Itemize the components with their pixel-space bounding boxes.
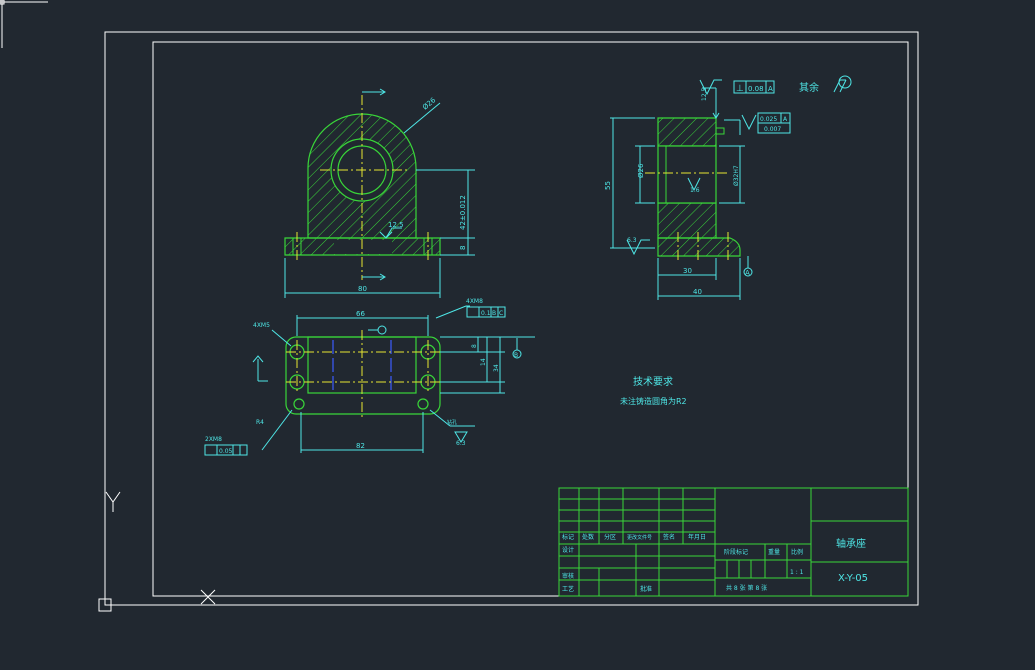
side-width-30: 30 <box>683 267 692 275</box>
front-base-label: 8 <box>459 246 467 250</box>
side-overall-height: 55 <box>604 181 612 190</box>
tb-drawing-no: X-Y-05 <box>838 573 868 584</box>
inner-border <box>152 41 909 597</box>
front-rough-label: 12.5 <box>388 221 404 229</box>
tb-approve: 批准 <box>640 585 652 593</box>
side-tol-datum: A <box>768 85 773 93</box>
side-centerlines <box>645 172 729 262</box>
tb-mark: 标记 <box>562 533 574 541</box>
side-cyl-value: 0.007 <box>764 126 781 133</box>
tb-review: 审核 <box>562 572 574 580</box>
side-bore <box>657 145 717 204</box>
front-dimensions <box>284 102 475 298</box>
side-tol-value: 0.08 <box>748 85 764 93</box>
technical-requirements[interactable]: 技术要求 未注铸造圆角为R2 <box>620 375 687 406</box>
top-label-2xm8: 2XM8 <box>205 436 222 443</box>
front-width-label: 80 <box>358 285 367 293</box>
top-ra-63: 6.3 <box>456 440 466 447</box>
tb-weight: 重量 <box>768 548 780 556</box>
top-view[interactable]: 66 82 4XM8 0.1 B C 4XM5 钻孔 6.3 R4 2XM8 0… <box>204 298 535 456</box>
top-centerlines <box>286 330 440 420</box>
drawing-frame <box>104 31 919 606</box>
top-dim-34: 34 <box>493 364 500 372</box>
top-pos-tol: 0.1 <box>481 310 491 317</box>
top-datum-b: B <box>514 352 518 359</box>
top-hole-4xm8: 4XM8 <box>466 298 483 305</box>
side-bottom-hatch <box>657 202 717 239</box>
title-block-labels: 标记 处数 分区 更改文件号 签名 年月日 设计 审核 工艺 批准 阶段标记 重… <box>562 533 804 593</box>
side-fit-label: Ø32H7 <box>733 165 740 186</box>
tb-date: 年月日 <box>688 533 706 541</box>
side-width-40: 40 <box>693 288 702 296</box>
top-dimensions <box>204 305 535 456</box>
top-pos-datum-b: B <box>492 310 496 317</box>
side-gdt-frame <box>733 80 791 134</box>
side-runout-value: 0.025 <box>760 116 777 123</box>
title-block[interactable]: 标记 处数 分区 更改文件号 签名 年月日 设计 审核 工艺 批准 阶段标记 重… <box>558 487 909 597</box>
tb-scale-value: 1 : 1 <box>790 569 804 576</box>
front-bolt-holes <box>292 238 433 255</box>
side-tol-symbol: ⊥ <box>736 84 744 94</box>
front-section-marks <box>362 88 386 281</box>
title-block-grid <box>558 487 909 597</box>
top-tol-005: 0.05 <box>219 448 233 455</box>
tb-zone: 分区 <box>604 533 616 541</box>
top-dim-14: 14 <box>480 358 487 366</box>
front-dia-label: Ø26 <box>421 96 438 112</box>
side-top-hatch <box>657 117 717 147</box>
front-centerlines <box>296 95 429 280</box>
side-ra-left: 6.3 <box>627 237 637 244</box>
top-depth-label: 钻孔 <box>447 419 457 426</box>
front-base-slot <box>334 240 392 254</box>
ucs-icon <box>98 491 216 612</box>
tb-sheets: 共 8 张 第 8 张 <box>726 584 767 592</box>
tb-doc: 更改文件号 <box>627 534 652 541</box>
tb-stage: 阶段标记 <box>724 548 748 556</box>
top-hidden-lines <box>332 340 392 392</box>
side-ra-inner: 1.6 <box>690 187 700 194</box>
front-height-label: 42±0.012 <box>459 195 467 230</box>
side-bore-dia: Ø26 <box>637 163 645 178</box>
tech-req-item-1: 未注铸造圆角为R2 <box>620 396 687 406</box>
top-dim-66: 66 <box>356 310 365 318</box>
side-dimensions <box>610 75 852 300</box>
side-rest-label: 其余 <box>799 81 819 94</box>
tb-count: 处数 <box>582 533 594 541</box>
top-dim-82: 82 <box>356 442 365 450</box>
viewport-corner-marker <box>0 0 48 48</box>
top-pos-datum-c: C <box>499 310 503 317</box>
tech-req-title: 技术要求 <box>633 375 673 388</box>
top-label-4xm5: 4XM5 <box>253 322 270 329</box>
tb-process: 工艺 <box>562 585 574 593</box>
tb-design: 设计 <box>562 546 574 554</box>
top-outline <box>285 336 441 415</box>
tb-scale: 比例 <box>791 548 803 556</box>
tb-sign: 签名 <box>663 533 675 541</box>
side-runout-datum: A <box>783 116 788 123</box>
outer-border <box>104 31 919 606</box>
top-dim-8: 8 <box>471 344 478 348</box>
tb-part-name: 轴承座 <box>836 537 866 550</box>
front-view[interactable]: Ø26 42±0.012 8 12.5 80 <box>284 88 475 298</box>
side-datum-a: A <box>745 269 750 277</box>
top-dim-r4: R4 <box>256 419 264 426</box>
side-view[interactable]: ⊥ 0.08 A 12.5 0.025 A 0.007 55 Ø26 Ø32H7… <box>604 75 852 300</box>
side-ra-top: 12.5 <box>701 87 708 101</box>
